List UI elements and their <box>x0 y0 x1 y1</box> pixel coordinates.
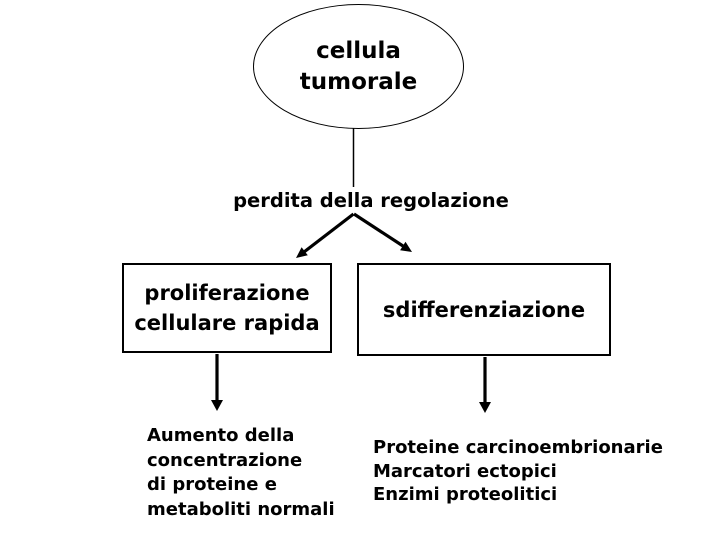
outcome-line: concentrazione <box>147 449 303 471</box>
branch-box-proliferazione: proliferazione cellulare rapida <box>122 263 332 353</box>
outcome-text-left: Aumento della concentrazione di proteine… <box>147 424 335 522</box>
branch-box-line: cellulare rapida <box>134 311 320 335</box>
outcome-line: Proteine carcinoembrionarie <box>373 437 663 458</box>
fork-label: perdita della regolazione <box>233 189 509 212</box>
outcome-line: Enzimi proteolitici <box>373 484 558 505</box>
left-down-arrow-head-icon <box>211 400 223 411</box>
branch-box-line: sdifferenziazione <box>382 297 586 322</box>
outcome-text-right: Proteine carcinoembrionarie Marcatori ec… <box>373 436 663 507</box>
branch-box-sdifferenziazione: sdifferenziazione <box>357 263 611 356</box>
root-node-line: cellula <box>316 37 401 64</box>
fork-arrow-right-head-icon <box>400 241 412 252</box>
root-node-line: tumorale <box>299 68 418 95</box>
outcome-line: Aumento della <box>147 425 295 446</box>
outcome-line: metaboliti normali <box>147 498 335 520</box>
root-node-ellipse: cellula tumorale <box>253 4 464 129</box>
fork-arrow-right-shaft <box>353 212 404 248</box>
fork-arrow-left-head-icon <box>296 247 308 258</box>
right-down-arrow-head-icon <box>479 402 491 413</box>
outcome-line: Marcatori ectopici <box>373 460 557 482</box>
outcome-line: di proteine e <box>147 474 277 495</box>
fork-arrow-left-shaft <box>303 212 355 254</box>
branch-box-line: proliferazione <box>144 281 310 305</box>
